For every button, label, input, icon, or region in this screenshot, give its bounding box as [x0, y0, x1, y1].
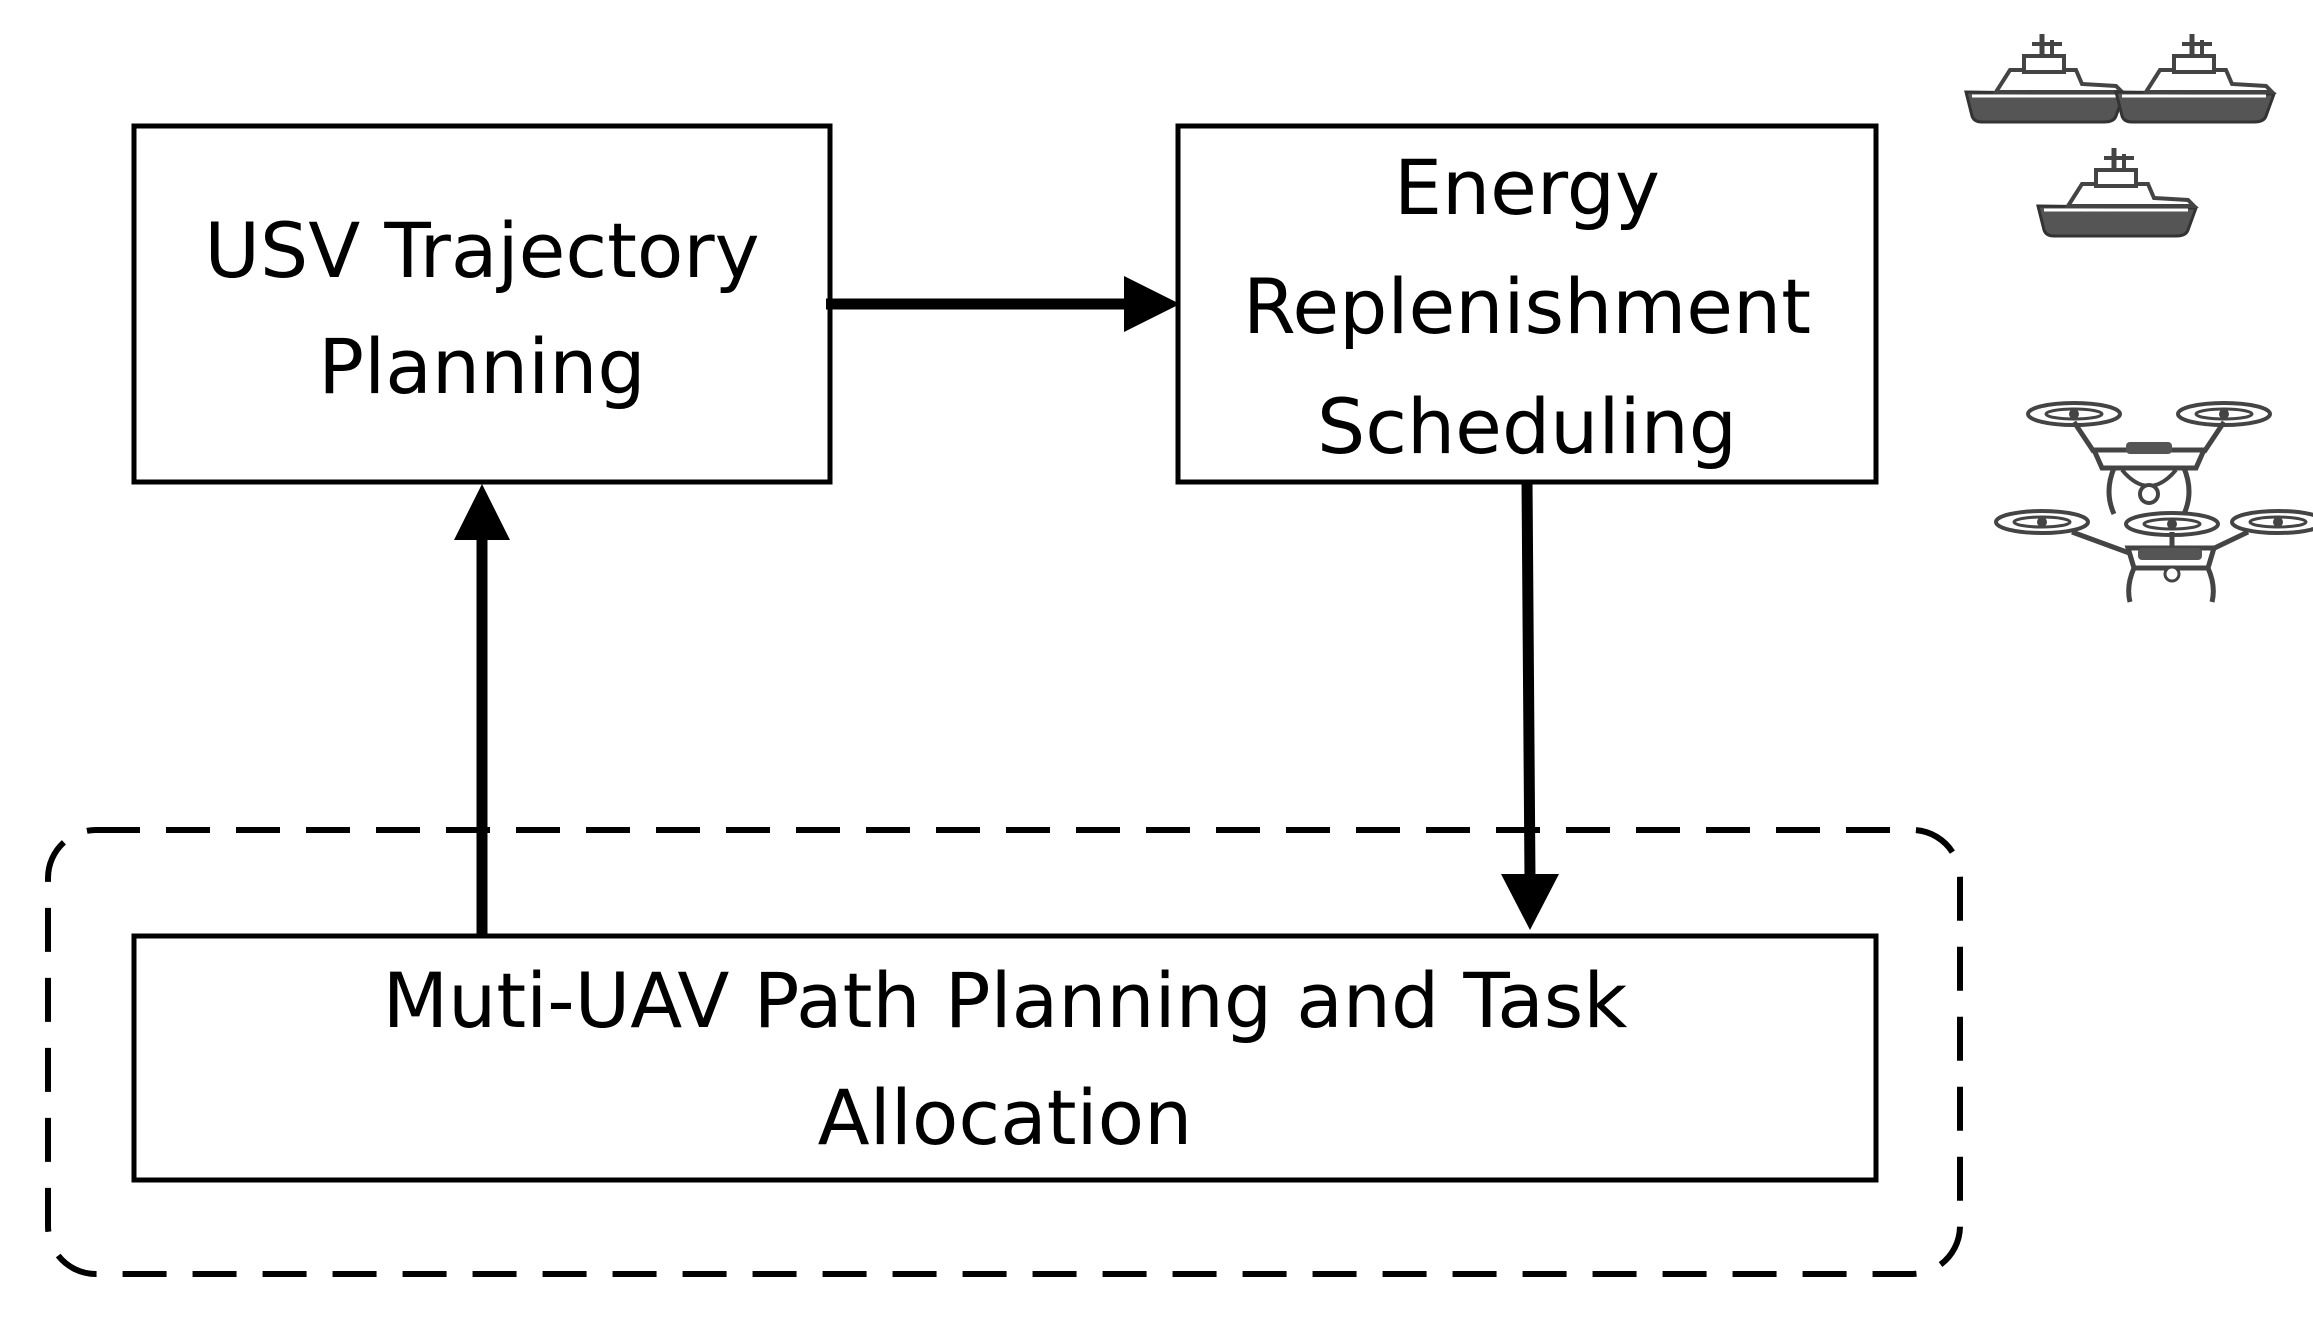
arrow-uav-to-usv [454, 484, 510, 938]
drone-icon [1996, 511, 2313, 602]
drone-icon [2028, 403, 2270, 514]
usv-trajectory-box: USV Trajectory Planning [131, 123, 833, 485]
ship-icons [1966, 34, 2274, 236]
arrow-energy-to-uav [1501, 479, 1559, 930]
uav-group-dashed-border [45, 827, 1963, 1277]
usv-box-line2: Planning [318, 322, 645, 411]
uav-box-line1: Muti-UAV Path Planning and Task [383, 956, 1628, 1045]
drone-icons [1996, 403, 2313, 602]
ship-icon [2038, 148, 2196, 236]
arrow-usv-to-energy [826, 276, 1180, 332]
energy-box-line1: Energy [1394, 143, 1660, 232]
uav-path-planning-box: Muti-UAV Path Planning and Task Allocati… [131, 933, 1879, 1183]
ship-icon [1966, 34, 2124, 122]
energy-scheduling-box: Energy Replenishment Scheduling [1175, 123, 1879, 485]
usv-box-line1: USV Trajectory [204, 206, 759, 295]
energy-box-line2: Replenishment [1243, 262, 1811, 351]
uav-box-line2: Allocation [818, 1073, 1193, 1162]
energy-box-line3: Scheduling [1317, 382, 1737, 471]
ship-icon [2116, 34, 2274, 122]
